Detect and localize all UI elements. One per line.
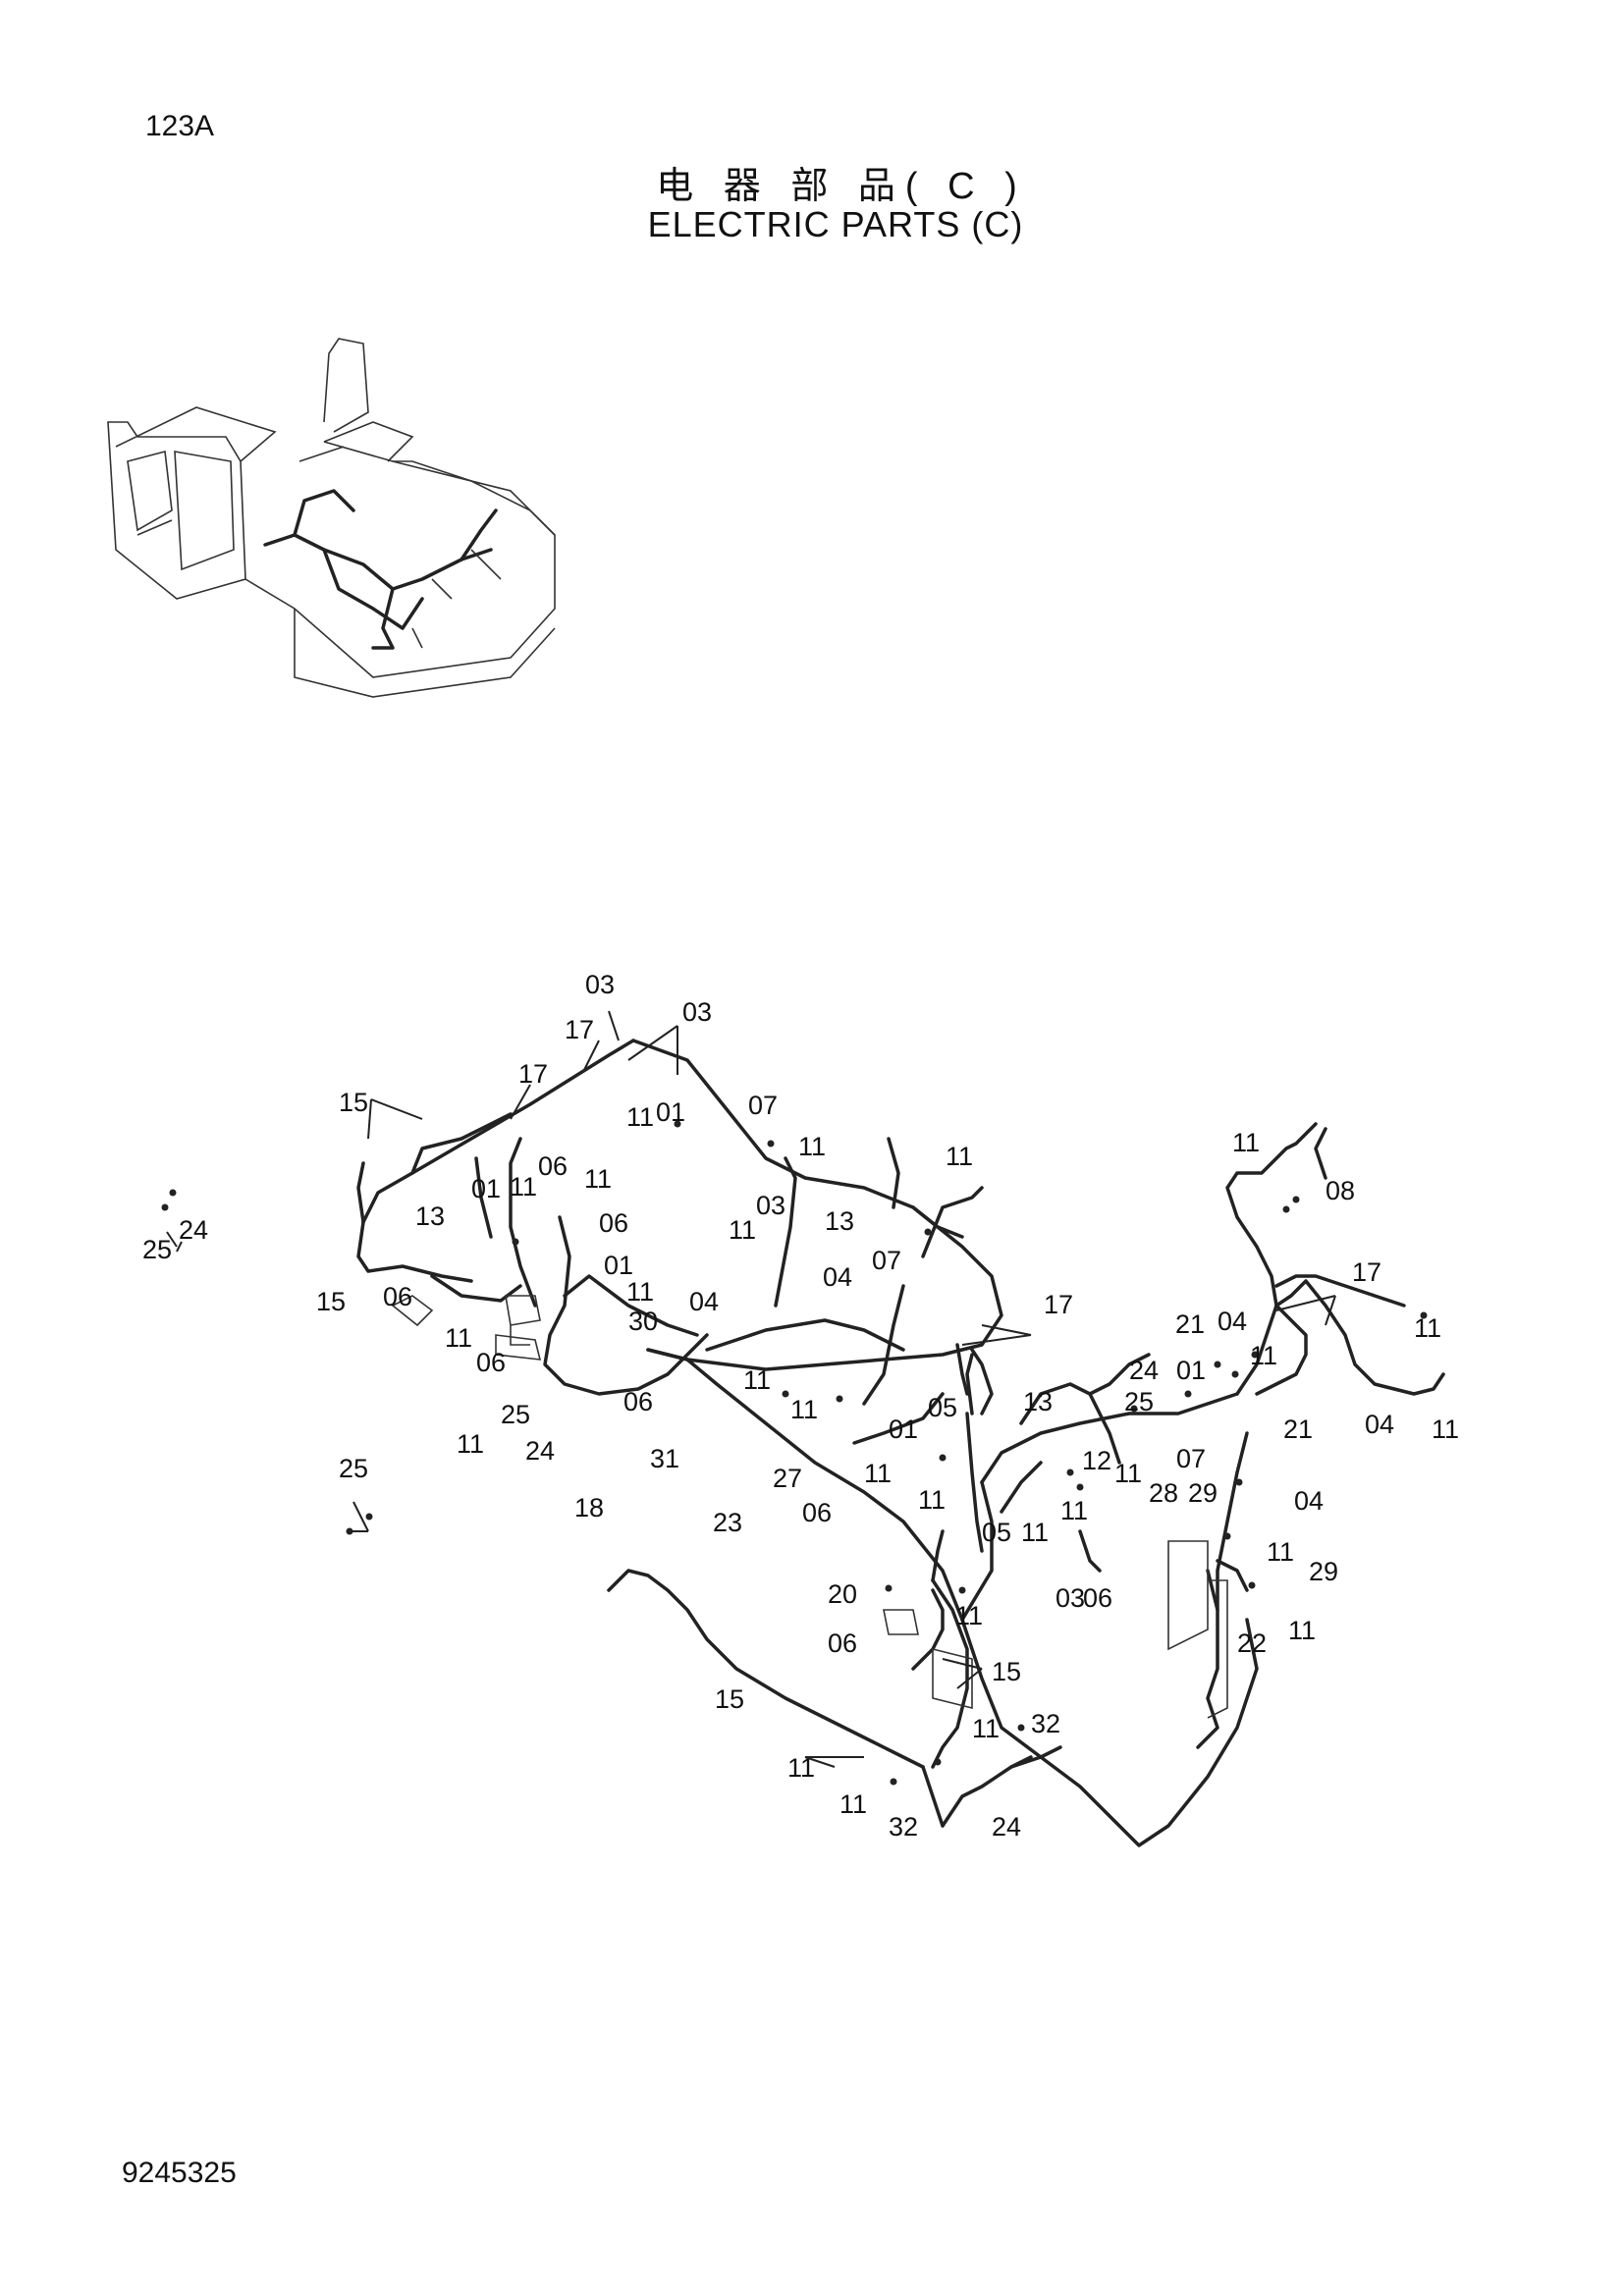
callout: 08 — [1326, 1176, 1355, 1205]
callout-labels: 03 03 17 17 15 11 01 06 11 13 01 11 06 1… — [142, 970, 1459, 1842]
callout: 06 — [599, 1208, 628, 1238]
callout: 07 — [748, 1091, 778, 1120]
callout: 17 — [565, 1015, 594, 1044]
callout: 11 — [946, 1142, 973, 1171]
callout: 24 — [179, 1215, 208, 1245]
callout: 25 — [501, 1400, 530, 1429]
callout: 01 — [471, 1174, 501, 1203]
callout: 01 — [604, 1251, 633, 1280]
callout: 03 — [1056, 1583, 1085, 1613]
callout: 11 — [798, 1132, 826, 1161]
callout: 23 — [713, 1508, 742, 1537]
callout: 04 — [1294, 1486, 1324, 1516]
leader-lines — [166, 1010, 1336, 1768]
page-code: 123A — [145, 110, 215, 142]
callout: 11 — [510, 1172, 537, 1201]
callout: 24 — [1129, 1356, 1159, 1385]
callout: 11 — [1414, 1313, 1441, 1343]
title-chinese: 电 器 部 品( C ) — [656, 166, 1027, 207]
callout: 25 — [142, 1235, 172, 1264]
callout: 06 — [623, 1387, 653, 1416]
callout: 03 — [682, 997, 712, 1027]
callout: 31 — [650, 1444, 679, 1473]
callout: 15 — [992, 1657, 1021, 1686]
callout: 27 — [773, 1464, 802, 1493]
callout: 11 — [1432, 1415, 1459, 1444]
callout: 17 — [518, 1059, 548, 1089]
callout: 12 — [1082, 1446, 1111, 1475]
callout: 06 — [476, 1348, 506, 1377]
document-number: 9245325 — [122, 2157, 237, 2189]
callout: 05 — [982, 1518, 1011, 1547]
callout: 25 — [339, 1454, 368, 1483]
callout: 11 — [918, 1485, 946, 1515]
callout: 11 — [729, 1215, 756, 1245]
callout: 32 — [1031, 1709, 1060, 1738]
callout: 20 — [828, 1579, 857, 1609]
callout: 05 — [928, 1393, 957, 1422]
wiring-harness — [356, 1039, 1445, 1847]
callout: 11 — [790, 1395, 818, 1424]
callout: 01 — [1176, 1356, 1206, 1385]
callout: 11 — [1288, 1616, 1316, 1645]
callout: 11 — [1232, 1128, 1260, 1157]
callout: 29 — [1188, 1478, 1218, 1508]
callout: 32 — [889, 1812, 918, 1842]
callout: 11 — [972, 1714, 1000, 1743]
callout: 06 — [538, 1151, 568, 1181]
callout: 22 — [1237, 1629, 1267, 1658]
callout: 25 — [1124, 1387, 1154, 1416]
callout: 13 — [825, 1206, 854, 1236]
callout: 11 — [584, 1164, 612, 1194]
callout: 11 — [445, 1323, 472, 1353]
callout: 04 — [823, 1262, 852, 1292]
callout: 18 — [574, 1493, 604, 1522]
callout: 29 — [1309, 1557, 1338, 1586]
callout: 11 — [787, 1753, 815, 1783]
callout: 06 — [802, 1498, 832, 1527]
callout: 21 — [1175, 1309, 1205, 1339]
callout: 11 — [839, 1789, 867, 1819]
callout: 04 — [1218, 1307, 1247, 1336]
title-english: ELECTRIC PARTS (C) — [647, 204, 1024, 244]
callout: 07 — [872, 1246, 901, 1275]
callout: 06 — [383, 1282, 412, 1311]
callout: 11 — [864, 1459, 892, 1488]
callout: 15 — [715, 1684, 744, 1714]
callout: 04 — [689, 1287, 719, 1316]
callout: 11 — [1021, 1518, 1049, 1547]
callout: 13 — [1023, 1387, 1053, 1416]
callout: 17 — [1044, 1290, 1073, 1319]
callout: 11 — [626, 1277, 654, 1307]
callout: 03 — [756, 1191, 785, 1220]
callout: 11 — [1060, 1496, 1088, 1525]
callout: 15 — [339, 1088, 368, 1117]
callout: 01 — [656, 1097, 685, 1127]
callout: 13 — [415, 1201, 445, 1231]
callout: 24 — [992, 1812, 1021, 1842]
callout: 11 — [626, 1102, 654, 1132]
callout: 15 — [316, 1287, 346, 1316]
callout: 28 — [1149, 1478, 1178, 1508]
callout: 11 — [1267, 1537, 1294, 1567]
callout: 06 — [828, 1629, 857, 1658]
callout: 11 — [1250, 1341, 1277, 1370]
callout: 11 — [457, 1429, 484, 1459]
callout: 30 — [628, 1307, 658, 1336]
callout: 17 — [1352, 1257, 1381, 1287]
callout: 11 — [1114, 1459, 1142, 1488]
callout: 06 — [1083, 1583, 1112, 1613]
callout: 03 — [585, 970, 615, 999]
callout: 24 — [525, 1436, 555, 1466]
callout: 11 — [743, 1365, 771, 1395]
callout: 01 — [889, 1415, 918, 1444]
connector-dots — [161, 1120, 1428, 1786]
callout: 21 — [1283, 1415, 1313, 1444]
callout: 11 — [955, 1601, 983, 1630]
callout: 07 — [1176, 1444, 1206, 1473]
callout: 04 — [1365, 1410, 1394, 1439]
excavator-overview-icon — [107, 338, 556, 698]
